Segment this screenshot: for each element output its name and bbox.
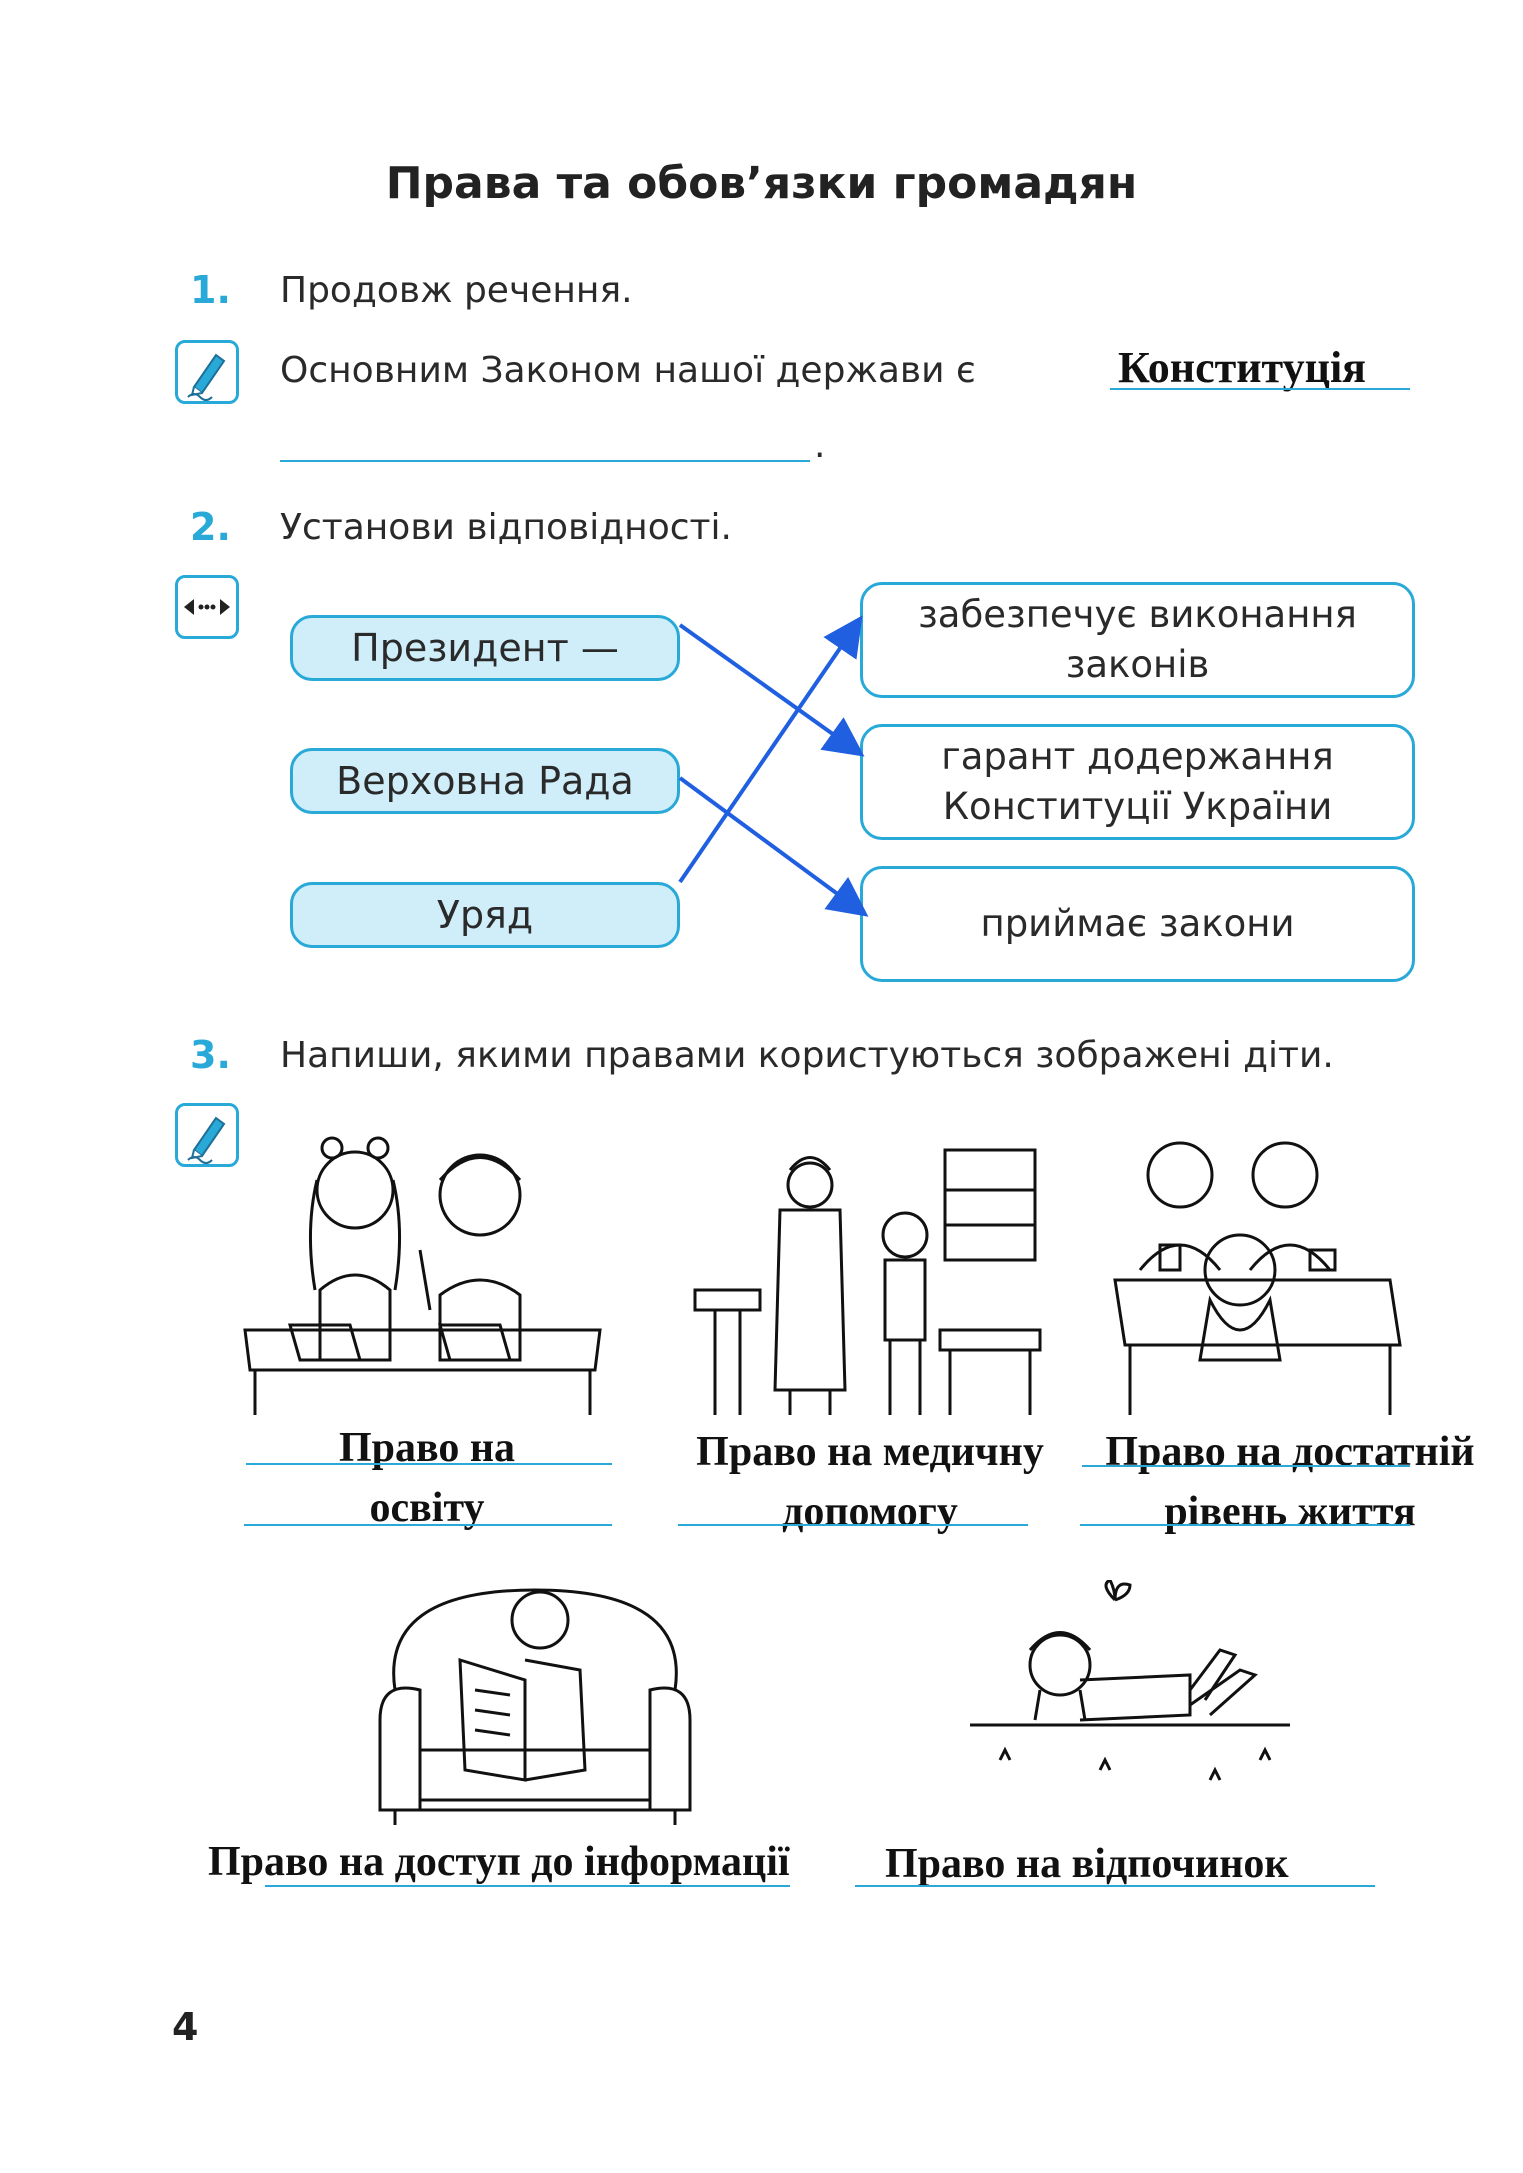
answer-line-1: Право на	[338, 1425, 516, 1471]
task-1-answer[interactable]: Конституція	[1118, 343, 1366, 392]
doctor-with-child-illustration	[693, 1148, 1042, 1415]
left-item-government[interactable]: Уряд	[290, 882, 680, 948]
arrow-president	[678, 623, 865, 757]
left-item-label: Верховна Рада	[336, 759, 634, 803]
answer-line	[678, 1524, 1028, 1526]
right-item-line: гарант додержання	[941, 735, 1334, 778]
arrow-government	[678, 615, 863, 884]
right-item-line: законів	[1065, 643, 1210, 686]
right-item-line: забезпечує виконання	[918, 593, 1357, 636]
answer-line	[280, 460, 810, 462]
left-item-label: Президент —	[351, 626, 619, 670]
answer-line-2: рівень життя	[1164, 1489, 1416, 1535]
answer-living-standard[interactable]: Право на достатній рівень життя	[1080, 1422, 1500, 1542]
answer-line-1: Право на медичну	[696, 1429, 1044, 1475]
task-2-number: 2.	[190, 505, 231, 549]
answer-line	[244, 1524, 612, 1526]
answer-line	[246, 1463, 612, 1465]
matching-arrows	[678, 615, 869, 917]
task-1-instruction: Продовж речення.	[280, 270, 633, 311]
pencil-icon	[175, 340, 239, 404]
answer-line-2: освіту	[369, 1485, 485, 1531]
answer-medical[interactable]: Право на медичну допомогу	[675, 1422, 1065, 1542]
right-item-1[interactable]: забезпечує виконання законів	[860, 582, 1415, 698]
answer-line	[1080, 1524, 1410, 1526]
task-2-instruction: Установи відповідності.	[280, 507, 732, 548]
child-lying-on-grass-illustration	[970, 1580, 1290, 1781]
right-item-line: приймає закони	[980, 902, 1295, 945]
pencil-icon	[175, 1103, 239, 1167]
left-item-president[interactable]: Президент —	[290, 615, 680, 681]
boy-reading-newspaper-illustration	[378, 1588, 692, 1825]
answer-line	[1082, 1465, 1410, 1467]
right-item-3[interactable]: приймає закони	[860, 866, 1415, 982]
right-item-2[interactable]: гарант додержання Конституції України	[860, 724, 1415, 840]
answer-line-1: Право на достатній	[1105, 1429, 1475, 1475]
task-1-number: 1.	[190, 268, 231, 312]
answer-line	[265, 1885, 790, 1887]
sentence-end: .	[814, 425, 826, 466]
arrows-icon	[175, 575, 239, 639]
task-1-sentence: Основним Законом нашої держави є	[280, 350, 976, 391]
right-item-line: Конституції України	[942, 785, 1333, 828]
left-item-label: Уряд	[436, 893, 534, 937]
children-at-table-illustration	[1113, 1141, 1402, 1415]
answer-rest[interactable]: Право на відпочинок	[885, 1841, 1289, 1887]
left-item-parliament[interactable]: Верховна Рада	[290, 748, 680, 814]
answer-education[interactable]: Право на освіту	[242, 1418, 612, 1538]
task-3-number: 3.	[190, 1033, 231, 1077]
arrow-parliament	[678, 776, 869, 917]
page-title: Права та обов’язки громадян	[385, 158, 1138, 209]
page-number: 4	[172, 2005, 199, 2049]
task-3-instruction: Напиши, якими правами користуються зобра…	[280, 1035, 1334, 1076]
answer-information[interactable]: Право на доступ до інформації	[208, 1839, 790, 1885]
answer-line	[855, 1885, 1375, 1887]
children-at-desk-illustration	[243, 1136, 602, 1415]
answer-line	[1110, 388, 1410, 390]
answer-line-2: допомогу	[782, 1489, 958, 1535]
